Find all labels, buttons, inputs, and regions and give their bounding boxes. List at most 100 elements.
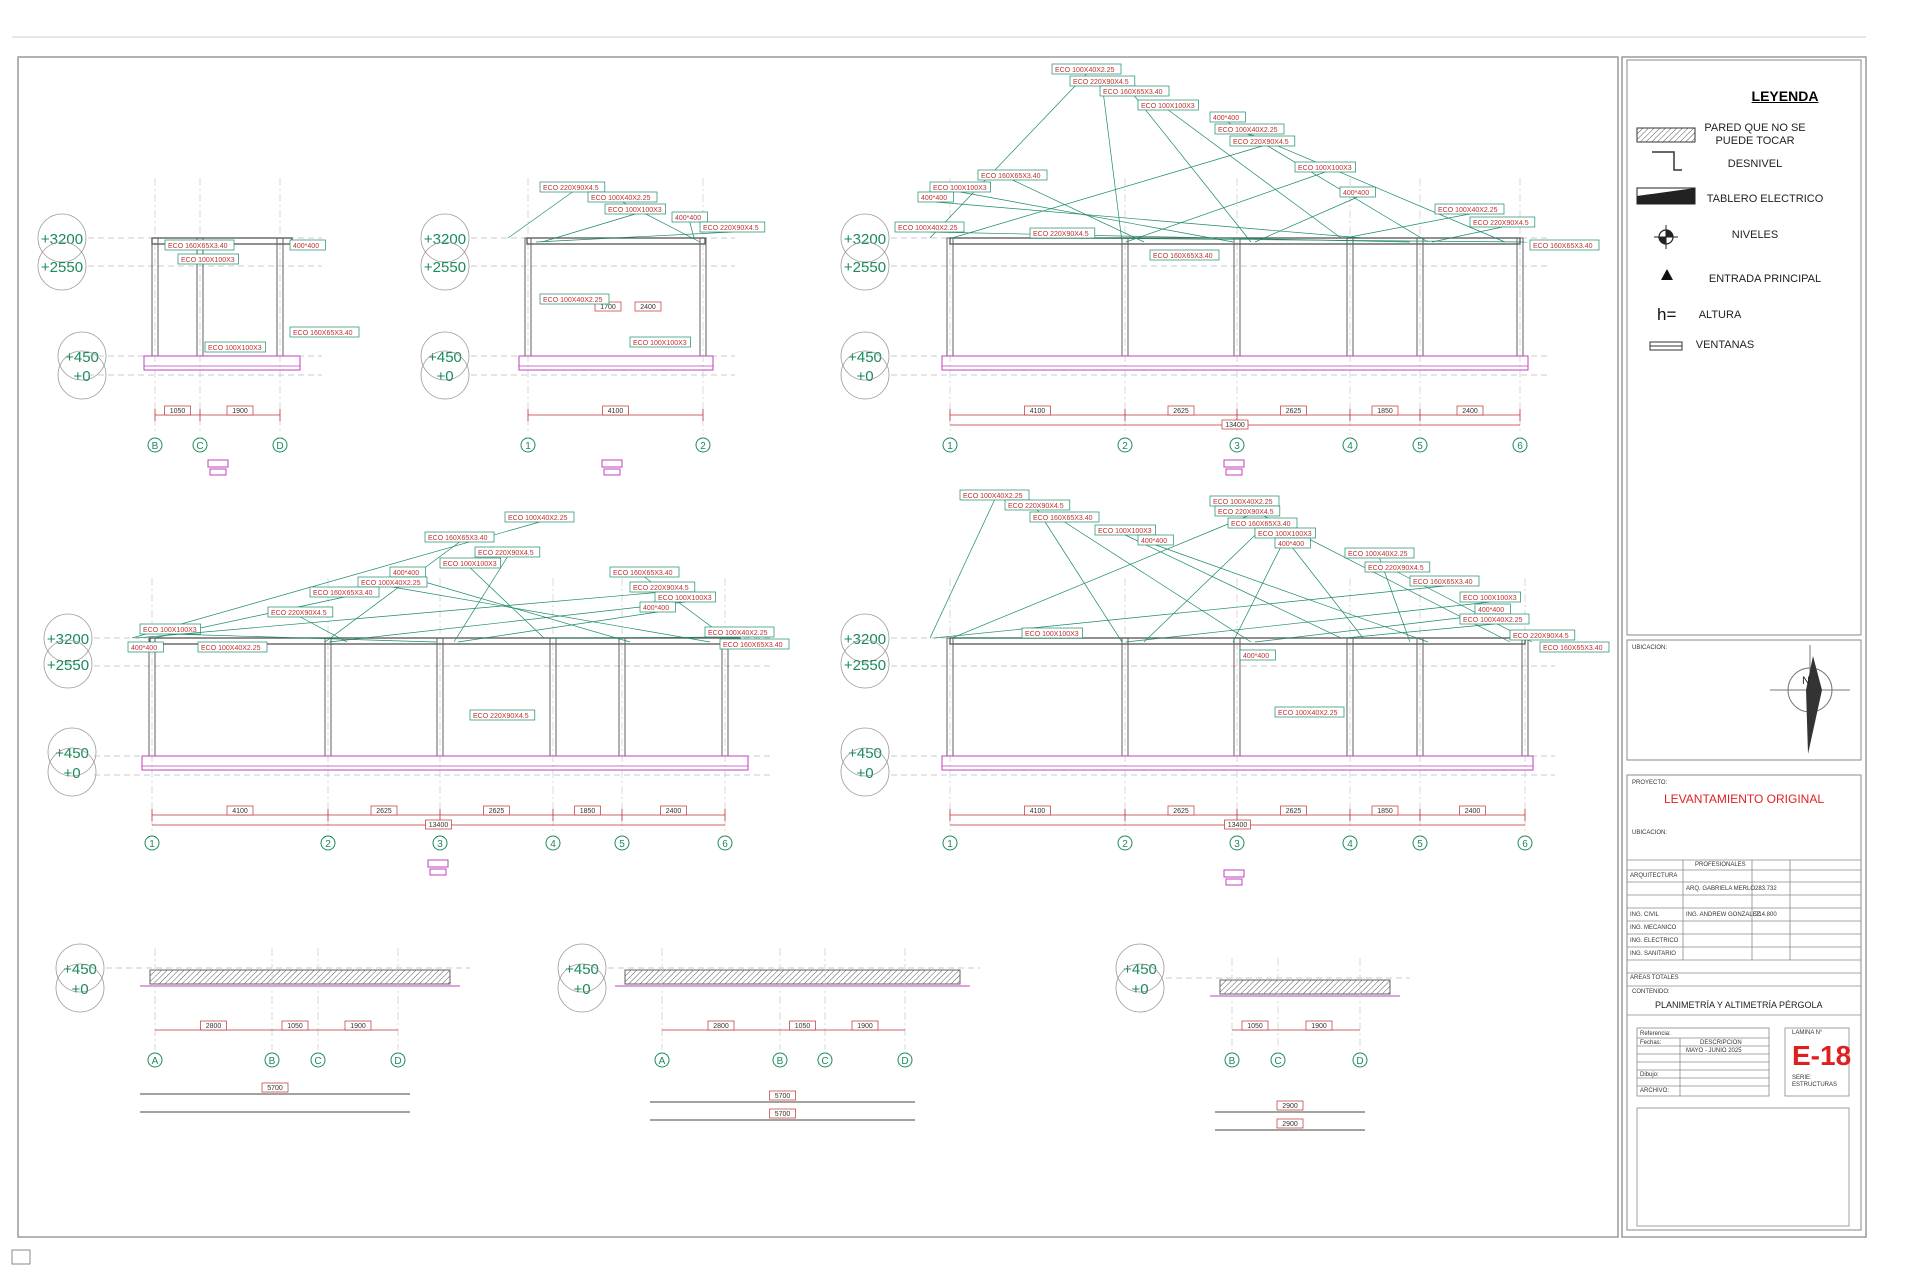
level-circle (1115, 963, 1165, 1013)
member-tag-label: ECO 160X65X3.40 (1543, 645, 1603, 652)
member-tag-label: ECO 100X100X3 (443, 561, 497, 568)
dimension-label: 1900 (350, 1023, 366, 1030)
axis-label: D (394, 1056, 401, 1067)
axis-label: 2 (325, 839, 331, 850)
axis-bubble (264, 1052, 280, 1068)
dimension-box (574, 805, 601, 816)
label-leader (170, 633, 437, 643)
axis-bubble (320, 835, 336, 851)
axis-label: C (196, 441, 203, 452)
level-label: +0 (573, 981, 590, 998)
member-tag-label: ECO 100X40X2.25 (1463, 617, 1523, 624)
label-leader (1125, 601, 1491, 643)
descripcion-label: DESCRIPCION (1700, 1040, 1742, 1046)
axis-bubble (817, 1052, 833, 1068)
axis-label: 1 (149, 839, 155, 850)
member-tag-label: ECO 220X90X4.5 (1513, 633, 1569, 640)
dimension-box (1024, 805, 1051, 816)
dimension-box (634, 301, 662, 312)
label-leader (1344, 213, 1470, 239)
member-tag-box (1209, 111, 1246, 123)
level-label: +0 (63, 765, 80, 782)
hatched-wall-icon (1636, 127, 1696, 143)
member-tag-box (1459, 591, 1521, 603)
axis-label: 2 (700, 441, 706, 452)
member-tag-label: 400*400 (1343, 190, 1369, 197)
contenido-label: CONTENIDO: (1632, 989, 1670, 995)
axis-label: B (152, 441, 159, 452)
label-leader (1292, 547, 1364, 639)
member-tag-box (1409, 575, 1480, 587)
dimension-box (483, 805, 510, 816)
dimension-box (1276, 1100, 1304, 1111)
dimension-box (1305, 1020, 1333, 1031)
dimension-label: 1900 (232, 408, 248, 415)
axis-bubble (1412, 835, 1428, 851)
member-tag-box (1099, 85, 1170, 97)
label-leader (1125, 534, 1342, 639)
dimension-label: 4100 (608, 408, 624, 415)
level-label: +3200 (844, 231, 886, 248)
member-tag-label: ECO 160X65X3.40 (1413, 579, 1473, 586)
member-tag-label: ECO 160X65X3.40 (613, 570, 673, 577)
axis-bubble (1412, 437, 1428, 453)
corner-box (11, 1249, 31, 1265)
axis-bubble (520, 437, 536, 453)
axis-bubble (942, 437, 958, 453)
level-label: +450 (848, 745, 882, 762)
legend-label-desnivel: DESNIVEL (1727, 158, 1783, 170)
drawing-frame (17, 56, 1619, 1238)
dimension-box (1167, 805, 1195, 816)
label-leader (457, 611, 658, 643)
axis-bubble (1342, 437, 1358, 453)
member-tag-label: ECO 220X90X4.5 (1033, 231, 1089, 238)
dimension-box (200, 1020, 227, 1031)
axis-label: B (269, 1056, 276, 1067)
member-tag-box (1539, 641, 1610, 653)
role-civil: ING. CIVIL (1630, 912, 1660, 918)
level-circle (57, 331, 107, 381)
level-circle (557, 963, 607, 1013)
dimension-box (281, 1020, 309, 1031)
axis-bubble (272, 437, 288, 453)
label-leader (1431, 226, 1503, 243)
ubicacion-label-top: UBICACION: (1632, 645, 1668, 651)
member-tag-label: ECO 220X90X4.5 (1073, 79, 1129, 86)
dimension-label: 2625 (1286, 408, 1302, 415)
member-tag-label: ECO 100X40X2.25 (1055, 67, 1115, 74)
axis-label: 3 (437, 839, 443, 850)
dimension-box (1167, 405, 1195, 416)
axis-bubble (1229, 835, 1245, 851)
axis-label: A (659, 1056, 666, 1067)
level-label: +2550 (844, 657, 886, 674)
member-tag-label: 400*400 (293, 243, 319, 250)
member-tag-box (604, 203, 666, 215)
label-leader (1143, 527, 1263, 643)
member-tag-box (699, 221, 766, 233)
member-tag-box (1229, 135, 1296, 147)
member-tag-label: ECO 220X90X4.5 (703, 225, 759, 232)
level-label: +450 (63, 961, 97, 978)
member-tag-box (917, 191, 954, 203)
dimension-label: 4100 (232, 808, 248, 815)
level-label: +3200 (844, 631, 886, 648)
member-tag-box (1344, 547, 1415, 559)
dimension-label: 1050 (1247, 1023, 1263, 1030)
member-tag-label: ECO 100X40X2.25 (898, 225, 958, 232)
member-tag-label: ECO 160X65X3.40 (168, 243, 228, 250)
base-slab (941, 755, 1534, 771)
axis-bubble (1517, 835, 1533, 851)
dimension-label: 13400 (1225, 422, 1245, 429)
member-tag-box (929, 181, 991, 193)
member-tag-box (1094, 524, 1156, 536)
level-circle (557, 943, 607, 993)
axis-label: 6 (722, 839, 728, 850)
legend-label-wall: PARED QUE NO SE PUEDE TOCAR (1704, 122, 1806, 147)
dimension-box (1459, 805, 1486, 816)
level-circle (420, 213, 470, 263)
section-marker-scale (1225, 878, 1243, 886)
member-tag-box (289, 239, 326, 251)
